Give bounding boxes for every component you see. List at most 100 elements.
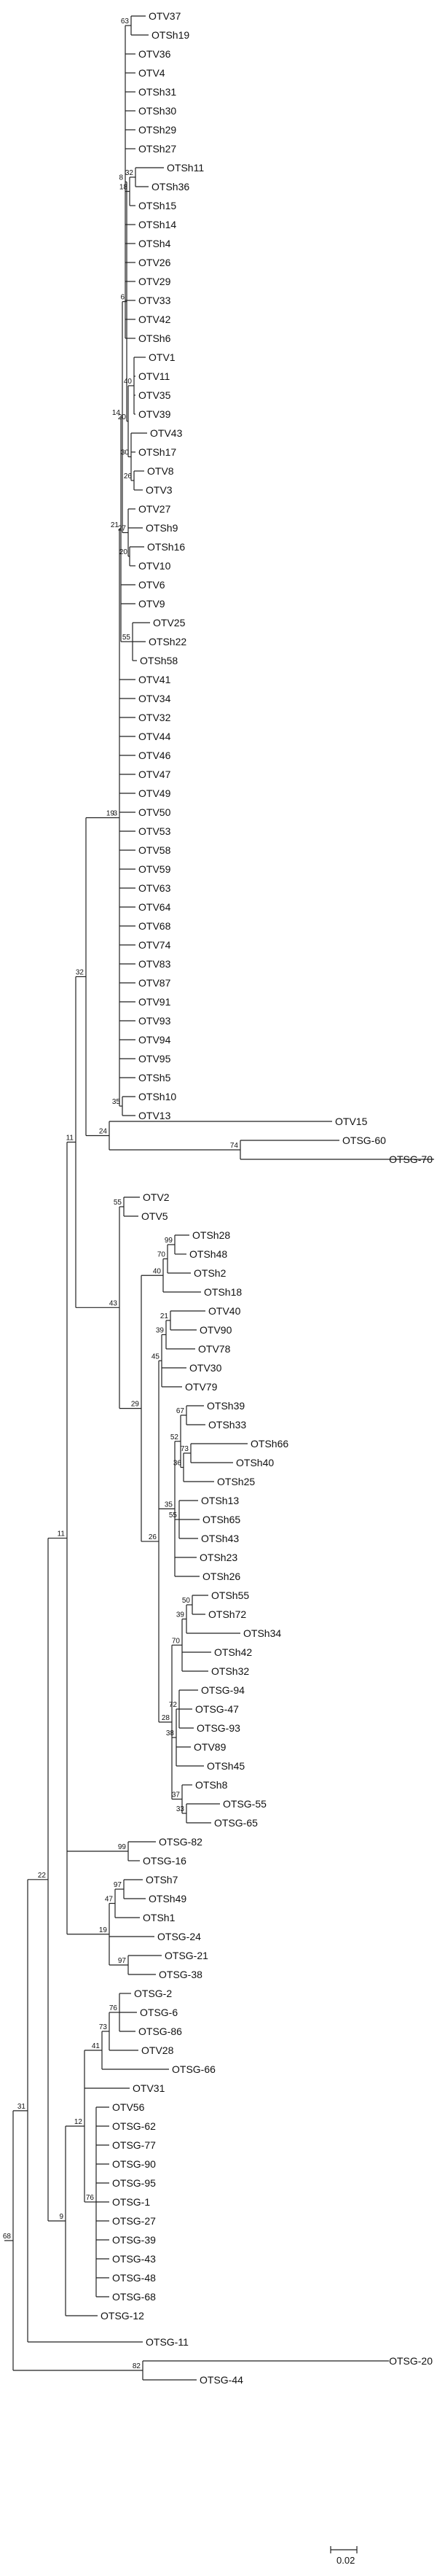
- bootstrap-value: 31: [17, 2103, 26, 2111]
- leaf-label: OTV28: [141, 2044, 174, 2056]
- leaf-label: OTSG-39: [112, 2234, 156, 2246]
- leaf-label: OTSG-48: [112, 2272, 156, 2284]
- leaf-label: OTSG-24: [157, 1931, 201, 1942]
- leaf-label: OTSh26: [202, 1571, 240, 1582]
- leaf-label: OTV53: [138, 825, 171, 837]
- leaf-label: OTSG-68: [112, 2291, 156, 2303]
- leaf-label: OTV63: [138, 882, 171, 894]
- leaf-label: OTV11: [138, 370, 170, 382]
- leaf-label: OTSG-90: [112, 2158, 156, 2170]
- bootstrap-value: 55: [114, 1199, 122, 1207]
- bootstrap-value: 32: [76, 969, 84, 977]
- bootstrap-value: 28: [162, 1714, 170, 1722]
- leaf-label: OTV58: [138, 844, 171, 856]
- leaf-label: OTV74: [138, 939, 171, 951]
- leaf-label: OTV1: [149, 351, 176, 363]
- leaf-label: OTSh49: [149, 1893, 186, 1904]
- leaf-label: OTV43: [150, 427, 183, 439]
- bootstrap-value: 21: [111, 521, 119, 529]
- bootstrap-value: 6: [120, 294, 125, 302]
- leaf-label: OTV56: [112, 2101, 145, 2113]
- leaf-label: OTSh8: [195, 1779, 228, 1791]
- leaf-label: OTSG-21: [165, 1950, 208, 1961]
- leaf-label: OTSG-16: [143, 1855, 186, 1867]
- bootstrap-value: 47: [105, 1896, 114, 1904]
- leaf-label: OTSh58: [140, 655, 178, 666]
- leaf-label: OTSh1: [143, 1912, 176, 1923]
- bootstrap-value: 97: [114, 1881, 122, 1889]
- bootstrap-value: 37: [172, 1791, 181, 1799]
- leaf-label: OTSG-60: [342, 1135, 386, 1146]
- leaf-label: OTSG-93: [197, 1722, 240, 1734]
- bootstrap-value: 35: [112, 1098, 121, 1106]
- bootstrap-value: 30: [121, 449, 130, 457]
- scale-bar-label: 0.02: [336, 2555, 355, 2566]
- bootstrap-value: 26: [124, 472, 133, 480]
- leaf-label: OTV94: [138, 1034, 171, 1046]
- leaf-label: OTSh10: [138, 1091, 176, 1102]
- leaf-label: OTSh15: [138, 200, 176, 211]
- leaf-label: OTSh72: [208, 1608, 246, 1620]
- bootstrap-value: 8: [119, 174, 123, 182]
- bootstrap-value: 74: [230, 1142, 239, 1150]
- leaf-label: OTV30: [189, 1362, 222, 1374]
- bootstrap-value: 39: [156, 1327, 165, 1335]
- leaf-label: OTSh55: [211, 1589, 249, 1601]
- leaf-label: OTSh25: [217, 1476, 255, 1487]
- leaf-label: OTV29: [138, 276, 171, 287]
- bootstrap-value: 39: [176, 1611, 185, 1619]
- bootstrap-value: 14: [112, 409, 121, 417]
- leaf-label: OTV68: [138, 920, 171, 932]
- bootstrap-value: 55: [169, 1511, 178, 1519]
- bootstrap-value: 38: [166, 1729, 175, 1738]
- leaf-label: OTV9: [138, 598, 165, 610]
- leaf-label: OTV95: [138, 1053, 171, 1065]
- leaf-label: OTV78: [198, 1343, 231, 1355]
- bootstrap-value: 99: [165, 1237, 173, 1245]
- bootstrap-value: 63: [121, 17, 130, 26]
- bootstrap-value: 12: [74, 2118, 83, 2126]
- bootstrap-value: 32: [125, 169, 134, 177]
- leaf-label: OTV34: [138, 693, 171, 704]
- leaf-label: OTV46: [138, 750, 171, 761]
- bootstrap-value: 27: [118, 525, 127, 533]
- leaf-label: OTV3: [146, 484, 173, 496]
- leaf-label: OTV15: [335, 1116, 368, 1127]
- leaf-label: OTV42: [138, 314, 171, 325]
- leaf-label: OTV8: [147, 465, 174, 477]
- leaf-label: OTSG-65: [214, 1817, 258, 1829]
- leaf-label: OTSh30: [138, 105, 176, 117]
- bootstrap-value: 82: [133, 2362, 141, 2370]
- leaf-label: OTV41: [138, 674, 171, 685]
- bootstrap-value: 70: [172, 1637, 181, 1645]
- leaf-label: OTV31: [133, 2082, 165, 2094]
- bootstrap-value: 19: [106, 810, 115, 818]
- leaf-label: OTSh19: [151, 29, 189, 41]
- leaf-label: OTSh27: [138, 143, 176, 155]
- bootstrap-value: 73: [99, 2023, 108, 2031]
- bootstrap-value: 76: [86, 2194, 95, 2202]
- bootstrap-value: 41: [92, 2042, 101, 2050]
- leaf-label: OTSh17: [138, 446, 176, 458]
- bootstrap-value: 20: [119, 548, 128, 556]
- leaf-label: OTV93: [138, 1015, 171, 1027]
- bootstrap-value: 29: [131, 1401, 140, 1409]
- leaf-label: OTV87: [138, 977, 171, 989]
- leaf-label: OTSG-82: [159, 1836, 202, 1848]
- leaf-label: OTV27: [138, 503, 171, 515]
- bootstrap-value: 70: [157, 1251, 166, 1259]
- leaf-label: OTSh23: [200, 1552, 237, 1563]
- leaf-label: OTSG-27: [112, 2215, 156, 2227]
- bootstrap-value: 67: [176, 1407, 185, 1415]
- bootstrap-value: 3: [113, 810, 117, 818]
- leaf-label: OTSh29: [138, 124, 176, 136]
- leaf-label: OTSG-44: [200, 2374, 243, 2386]
- leaf-label: OTV83: [138, 958, 171, 970]
- leaf-label: OTV33: [138, 295, 171, 306]
- leaf-label: OTV79: [185, 1381, 218, 1393]
- leaf-label: OTSG-55: [223, 1798, 267, 1810]
- bootstrap-value: 11: [58, 1530, 66, 1538]
- leaf-label: OTSG-62: [112, 2120, 156, 2132]
- bootstrap-value: 20: [118, 413, 127, 421]
- bootstrap-value: 52: [170, 1433, 179, 1441]
